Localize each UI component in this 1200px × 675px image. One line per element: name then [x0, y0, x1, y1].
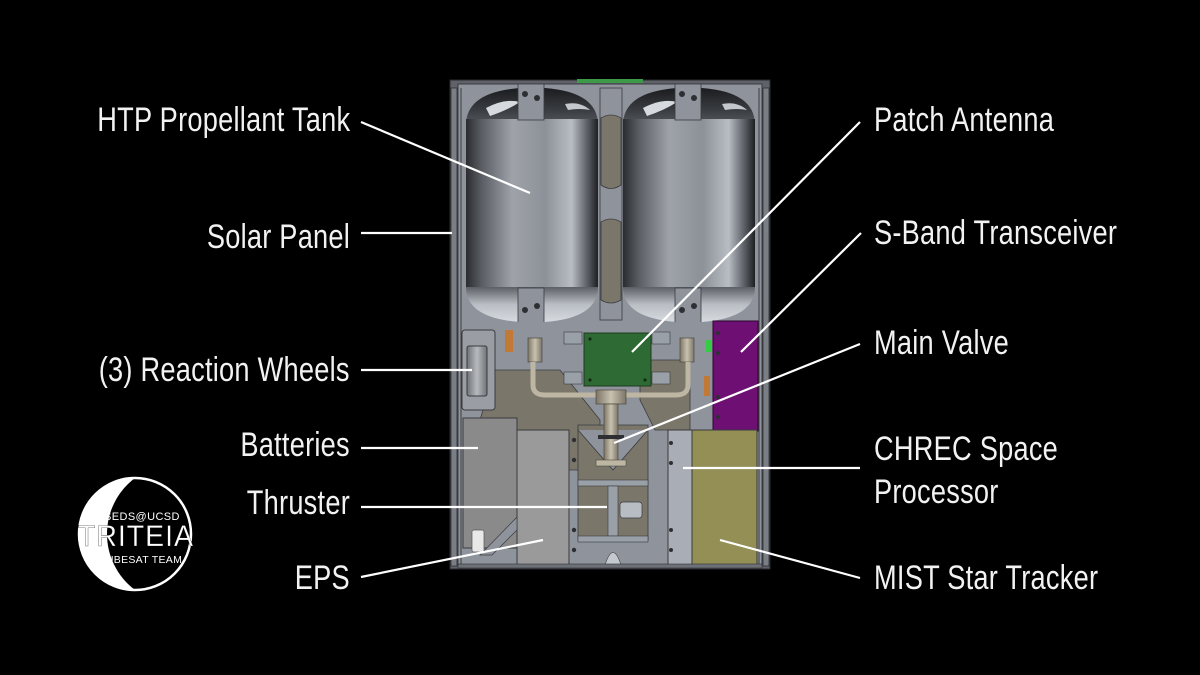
label-s-band-transceiver: S-Band Transceiver	[874, 214, 1118, 252]
reaction-wheels	[461, 329, 496, 411]
label-main-valve: Main Valve	[874, 324, 1009, 362]
leader-mist-star-tracker	[719, 538, 861, 580]
label-eps: EPS	[294, 559, 350, 597]
label-chrec-space: CHREC Space	[874, 430, 1059, 468]
label-batteries: Batteries	[240, 426, 350, 464]
bottom-plate	[457, 563, 763, 569]
label-solar-panel: Solar Panel	[206, 218, 350, 256]
s-band-transceiver	[712, 320, 759, 432]
label-thruster: Thruster	[246, 484, 350, 522]
top-green-strip	[577, 79, 643, 83]
mist-star-tracker	[691, 429, 758, 566]
label-mist-star-tracker: MIST Star Tracker	[874, 559, 1099, 597]
patch-antenna-board	[563, 331, 671, 387]
leader-lines	[360, 120, 862, 580]
logo-top-text: SEDS@UCSD	[104, 511, 180, 523]
leader-eps	[360, 538, 544, 579]
leader-patch-antenna	[631, 121, 861, 353]
thruster-assembly	[577, 479, 649, 566]
logo-bottom-text: CUBESAT TEAM	[98, 554, 183, 566]
htp-propellant-tank-left	[466, 83, 598, 325]
leader-s-band-transceiver	[740, 232, 862, 353]
label-htp-propellant-tank: HTP Propellant Tank	[96, 101, 350, 139]
chrec-space-processor	[667, 429, 693, 566]
label-patch-antenna: Patch Antenna	[874, 101, 1055, 139]
center-column	[599, 87, 623, 321]
leader-htp-propellant-tank	[360, 120, 531, 195]
htp-propellant-tank-right	[623, 83, 755, 325]
logo-main-text: TRITEIA	[78, 520, 194, 553]
logo-moon-icon	[77, 476, 193, 592]
label-reaction-wheels: (3) Reaction Wheels	[99, 351, 350, 389]
leader-main-valve	[613, 342, 861, 445]
label-chrec-processor: Processor	[874, 473, 999, 511]
triteia-logo: SEDS@UCSD TRITEIA CUBESAT TEAM	[76, 475, 194, 593]
plumbing	[505, 330, 712, 467]
eps-block	[471, 429, 577, 566]
